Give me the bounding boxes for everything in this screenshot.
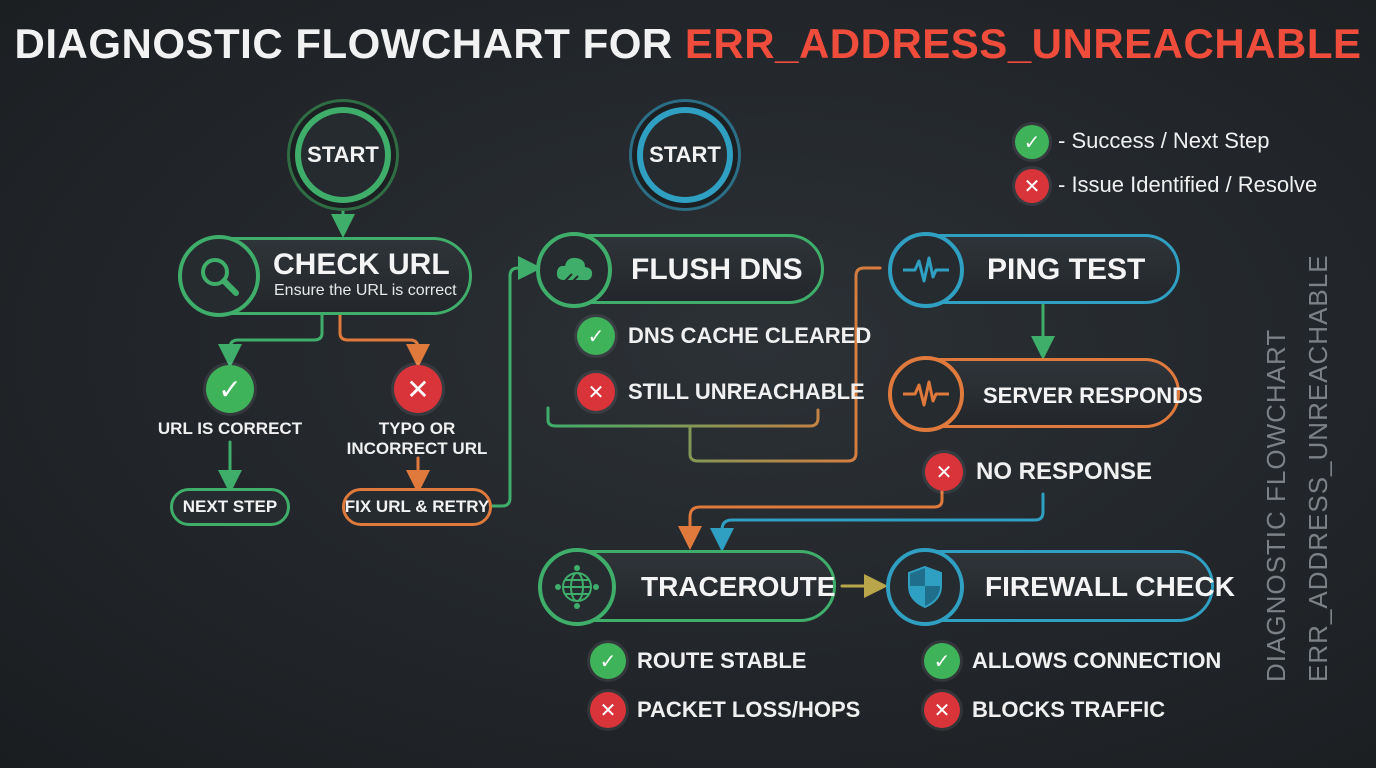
flush-dns-label: FLUSH DNS	[631, 253, 803, 286]
title-highlight: ERR_ADDRESS_UNREACHABLE	[684, 20, 1362, 67]
route-stable-check-icon: ✓	[590, 643, 626, 679]
globe-network-icon	[538, 548, 616, 626]
typo-label-line1: TYPO OR	[378, 419, 456, 438]
still-unreachable-label: STILL UNREACHABLE	[628, 379, 865, 404]
legend-success-icon: ✓	[1015, 125, 1049, 159]
dns-cleared-check-icon: ✓	[577, 317, 615, 355]
ping-test-node: PING TEST	[888, 232, 1180, 308]
start-node-right: START	[637, 107, 733, 203]
check-url-ok-branch	[218, 312, 324, 368]
pulse-icon	[888, 232, 964, 308]
blocks-traffic-cross-icon: ✕	[924, 692, 960, 728]
url-typo-cross-icon: ✕	[394, 365, 442, 413]
magnifier-icon	[178, 235, 260, 317]
server-responds-label: SERVER RESPONDS	[983, 383, 1203, 408]
blocks-traffic-label: BLOCKS TRAFFIC	[972, 697, 1166, 722]
start-node-left: START	[295, 107, 391, 203]
next-step-node: NEXT STEP	[170, 488, 290, 526]
typo-label-line2: INCORRECT URL	[346, 439, 488, 458]
server-responds-node: SERVER RESPONDS	[888, 356, 1203, 432]
server-to-traceroute-blue	[710, 492, 1045, 552]
fix-retry-node: FIX URL & RETRY	[342, 488, 492, 526]
fix-retry-to-flush-dns	[490, 256, 542, 508]
traceroute-label: TRACEROUTE	[641, 571, 836, 602]
side-caption-line1: DIAGNOSTIC FLOWCHART	[1261, 328, 1291, 682]
ping-test-label: PING TEST	[987, 253, 1146, 286]
check-url-label: CHECK URL	[273, 248, 450, 281]
url-correct-label: URL IS CORRECT	[157, 419, 303, 438]
legend-issue-label: - Issue Identified / Resolve	[1058, 172, 1318, 197]
allows-connection-check-icon: ✓	[924, 643, 960, 679]
firewall-check-node: FIREWALL CHECK	[886, 548, 1235, 626]
packet-loss-label: PACKET LOSS/HOPS	[637, 697, 861, 722]
traceroute-node: TRACEROUTE	[538, 548, 836, 626]
side-caption-line2: ERR_ADDRESS_UNREACHABLE	[1303, 254, 1333, 682]
shield-icon	[886, 548, 964, 626]
no-response-cross-icon: ✕	[925, 453, 963, 491]
check-url-node: CHECK URL Ensure the URL is correct	[178, 235, 472, 317]
url-correct-check-icon: ✓	[206, 365, 254, 413]
no-response-label: NO RESPONSE	[976, 458, 1153, 485]
firewall-check-label: FIREWALL CHECK	[985, 571, 1235, 602]
legend-success-label: - Success / Next Step	[1058, 128, 1270, 153]
side-caption: DIAGNOSTIC FLOWCHART ERR_ADDRESS_UNREACH…	[1255, 254, 1339, 682]
dns-cleared-label: DNS CACHE CLEARED	[628, 323, 872, 348]
cloud-icon	[536, 232, 612, 308]
no-response-to-traceroute-orange	[678, 488, 944, 550]
legend-issue-icon: ✕	[1015, 169, 1049, 203]
packet-loss-cross-icon: ✕	[590, 692, 626, 728]
flush-dns-node: FLUSH DNS	[536, 232, 824, 308]
check-url-subtitle: Ensure the URL is correct	[274, 282, 457, 299]
check-url-no-branch	[338, 312, 430, 368]
page-title: DIAGNOSTIC FLOWCHART FOR ERR_ADDRESS_UNR…	[14, 20, 1362, 67]
pulse-icon	[888, 356, 964, 432]
route-stable-label: ROUTE STABLE	[637, 648, 807, 673]
allows-connection-label: ALLOWS CONNECTION	[972, 648, 1222, 673]
flush-dns-to-ping-test	[546, 266, 882, 463]
still-unreachable-cross-icon: ✕	[577, 373, 615, 411]
